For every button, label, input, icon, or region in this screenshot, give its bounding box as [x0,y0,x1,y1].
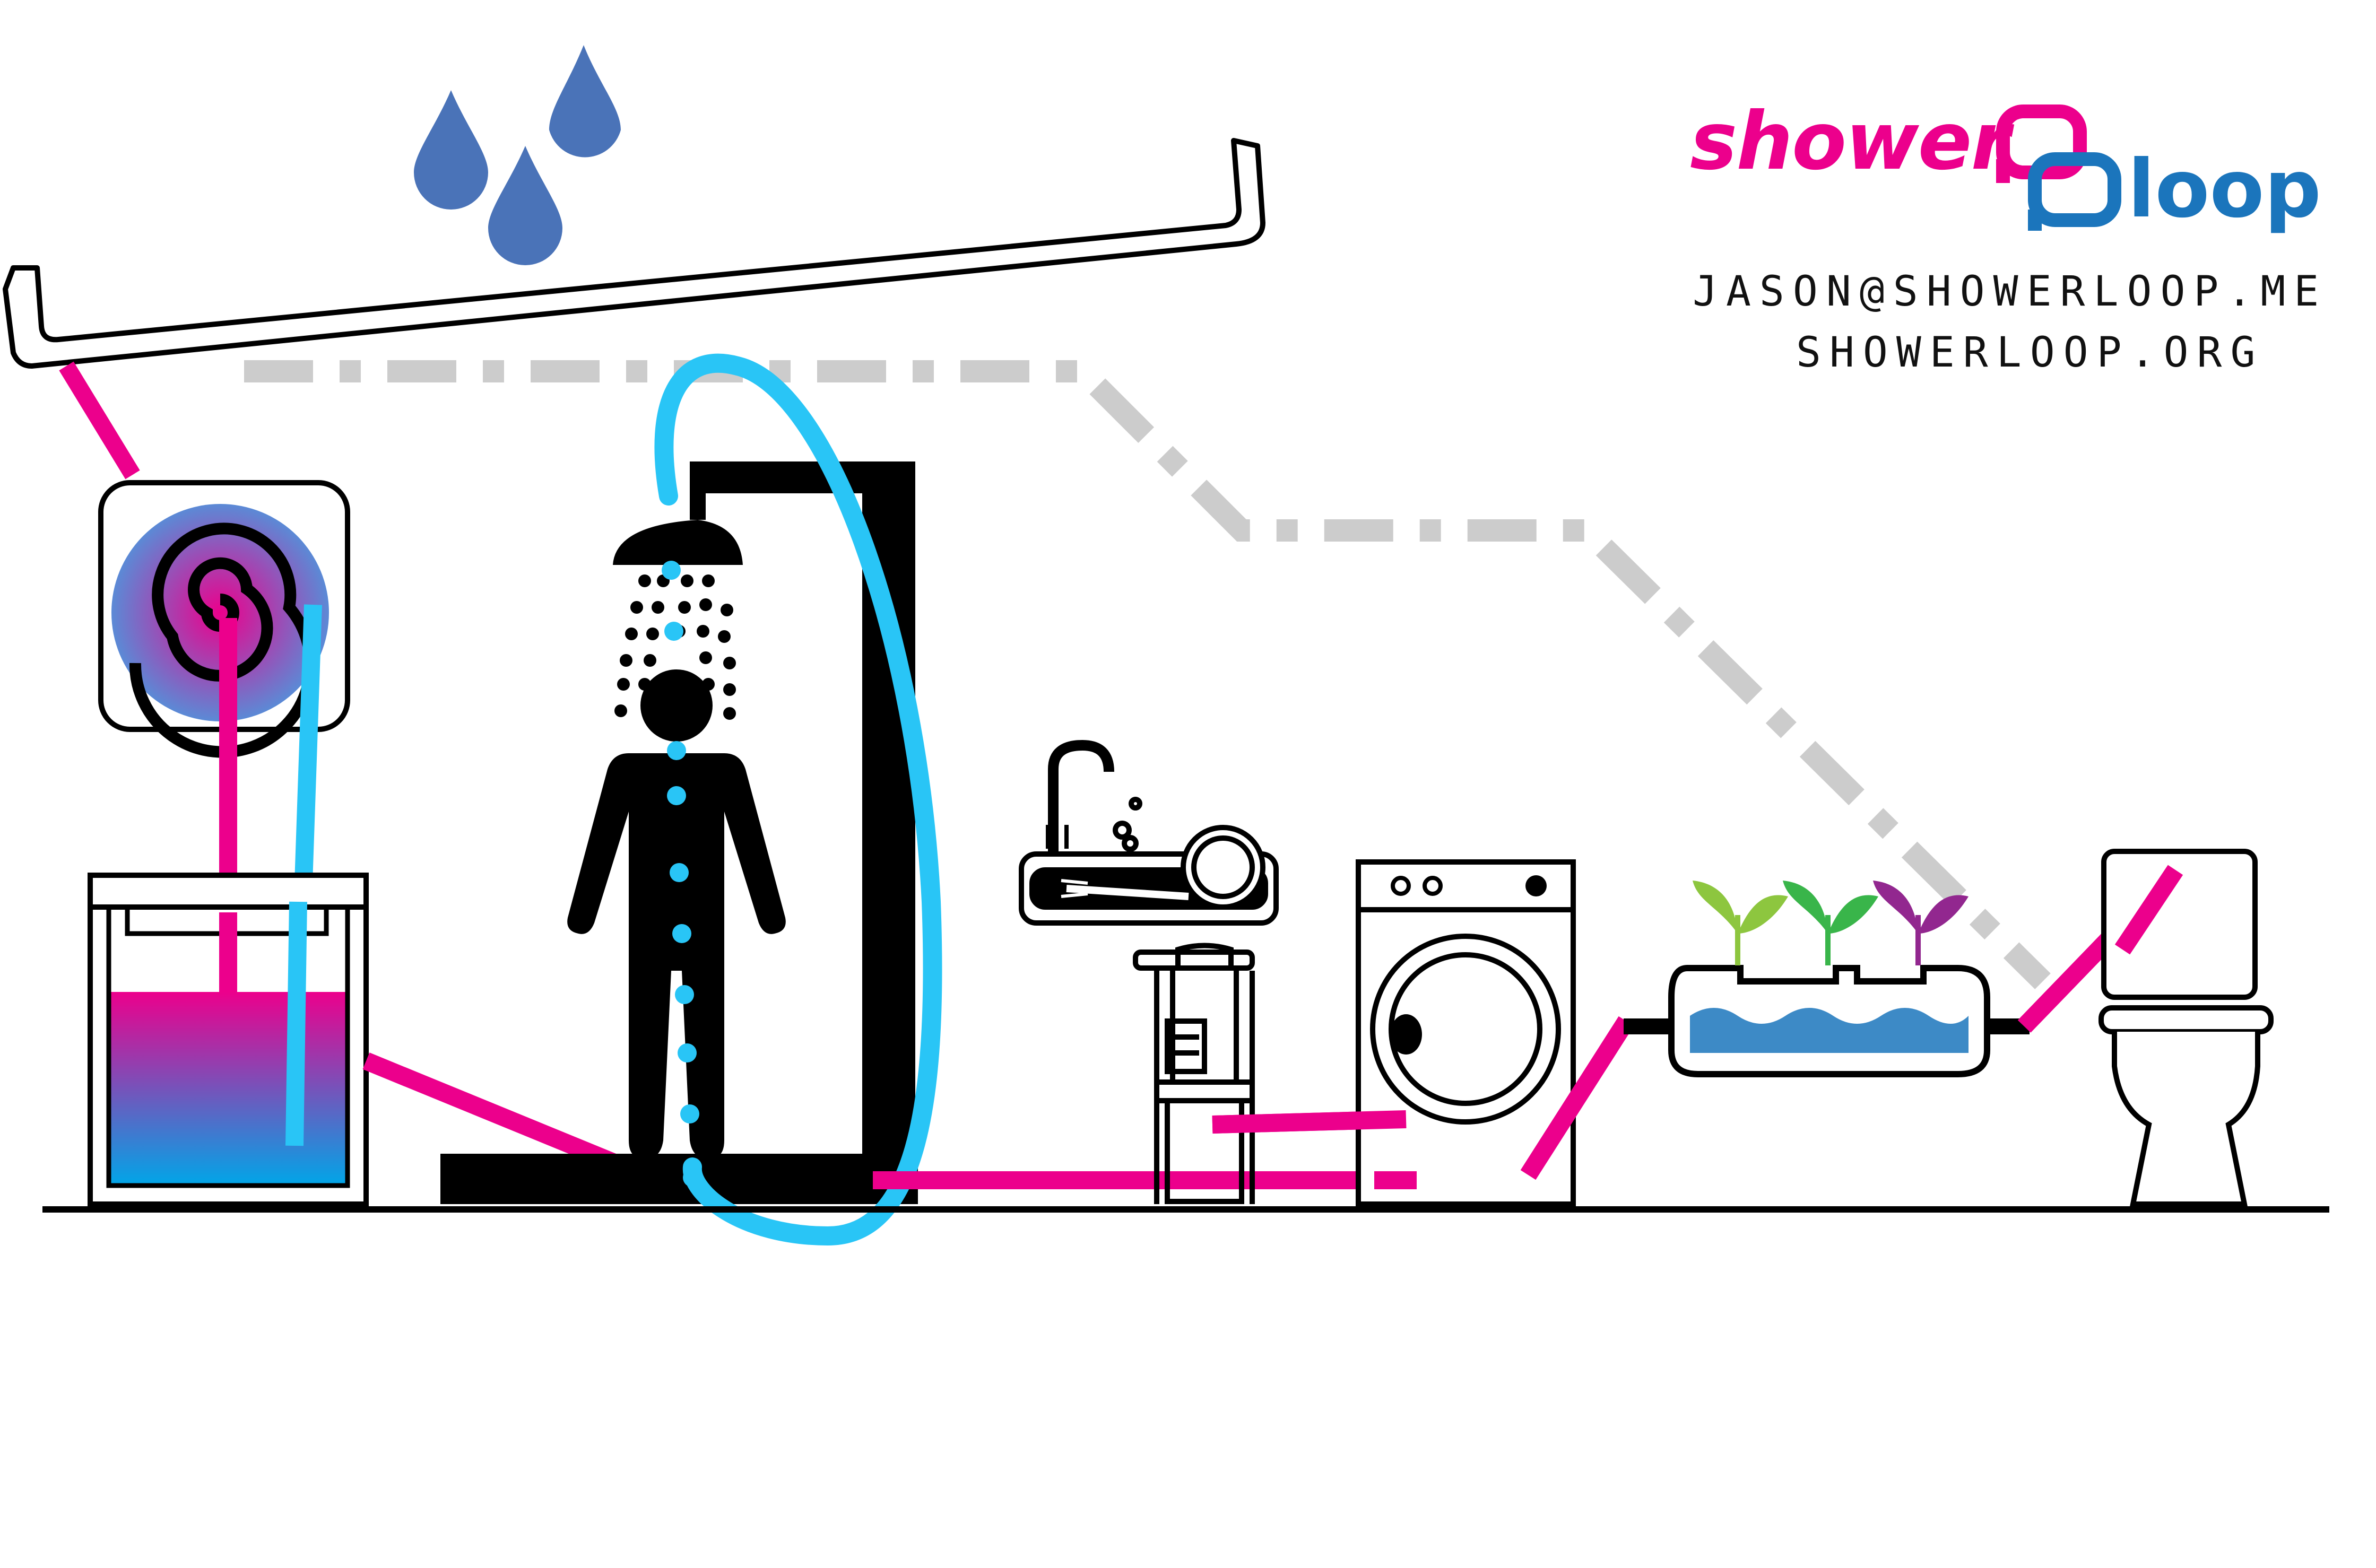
pipe-tank-blue [285,901,307,1146]
rain-gutter-icon [3,138,1265,369]
brand-word-shower: shower [1690,95,2010,188]
brand-word-loop: loop [2128,143,2321,236]
spiral-filter-icon [98,480,350,758]
plant-planter-icon [1624,881,2030,1077]
grey-dashed-path [244,360,2051,989]
contact-website: SHOWERLOOP.ORG [1796,329,2264,377]
blue-water-dots [662,561,702,1187]
recirculation-loop-icon [654,353,942,1246]
pipe-washer [1212,1110,1407,1134]
toilet-icon [2098,849,2274,1207]
pipe-toilet-inlet [2114,865,2183,955]
water-tank-icon [88,873,369,1207]
raindrop-icon [414,45,621,265]
shower-spray-dots [614,574,736,720]
shower-person-icon [567,669,786,1159]
contact-email: JASON@SHOWERLOOP.ME [1693,268,2328,316]
kitchen-sink-icon [1019,739,1279,1204]
showerloop-logo-icon [1996,104,2121,231]
pipe-washer-to-planter [1520,1016,1634,1180]
pipe-gutter-to-filter [59,361,140,480]
